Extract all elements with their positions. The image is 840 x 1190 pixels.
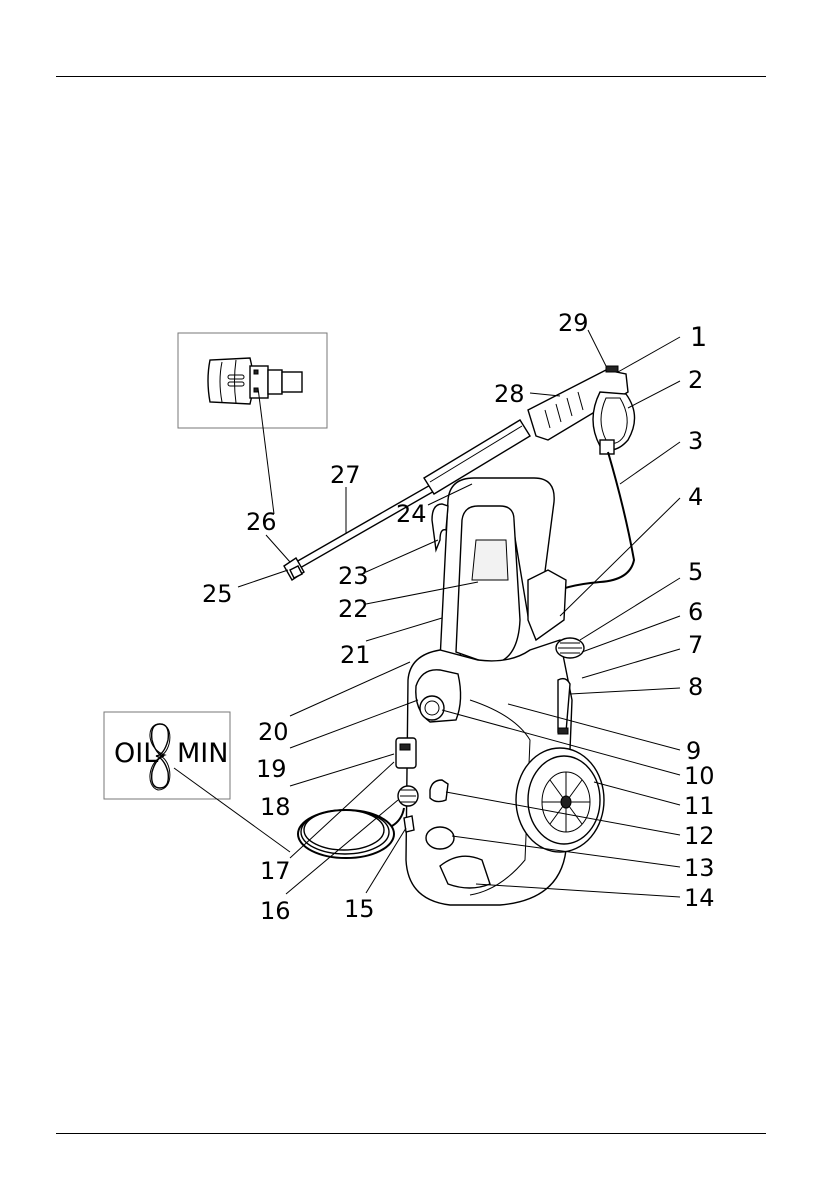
callout-7: 7 xyxy=(688,631,703,659)
oil-label: OIL xyxy=(114,738,158,769)
callout-3: 3 xyxy=(688,427,703,455)
callout-17: 17 xyxy=(260,857,291,885)
callout-14: 14 xyxy=(684,884,715,912)
callout-13: 13 xyxy=(684,854,715,882)
callout-24: 24 xyxy=(396,500,427,528)
callout-9: 9 xyxy=(686,737,701,765)
callout-27: 27 xyxy=(330,461,361,489)
nozzle-detail-inset xyxy=(178,333,327,428)
callout-8: 8 xyxy=(688,673,703,701)
callout-26: 26 xyxy=(246,508,277,536)
callout-2: 2 xyxy=(688,366,703,394)
callout-1: 1 xyxy=(690,322,707,353)
callout-25: 25 xyxy=(202,580,233,608)
callout-16: 16 xyxy=(260,897,291,925)
callout-29: 29 xyxy=(558,309,589,337)
callout-5: 5 xyxy=(688,558,703,586)
min-label: MIN xyxy=(177,738,228,769)
callout-23: 23 xyxy=(338,562,369,590)
callout-20: 20 xyxy=(258,718,289,746)
callout-18: 18 xyxy=(260,793,291,821)
callout-12: 12 xyxy=(684,822,715,850)
coiled-hose xyxy=(298,808,404,858)
callout-10: 10 xyxy=(684,762,715,790)
callout-15: 15 xyxy=(344,895,375,923)
callout-4: 4 xyxy=(688,483,703,511)
oil-level-inset: OIL MIN xyxy=(104,712,230,799)
callout-28: 28 xyxy=(494,380,525,408)
wheel xyxy=(516,748,604,852)
callout-19: 19 xyxy=(256,755,287,783)
callout-21: 21 xyxy=(340,641,371,669)
callout-6: 6 xyxy=(688,598,703,626)
callout-22: 22 xyxy=(338,595,369,623)
callout-11: 11 xyxy=(684,792,715,820)
